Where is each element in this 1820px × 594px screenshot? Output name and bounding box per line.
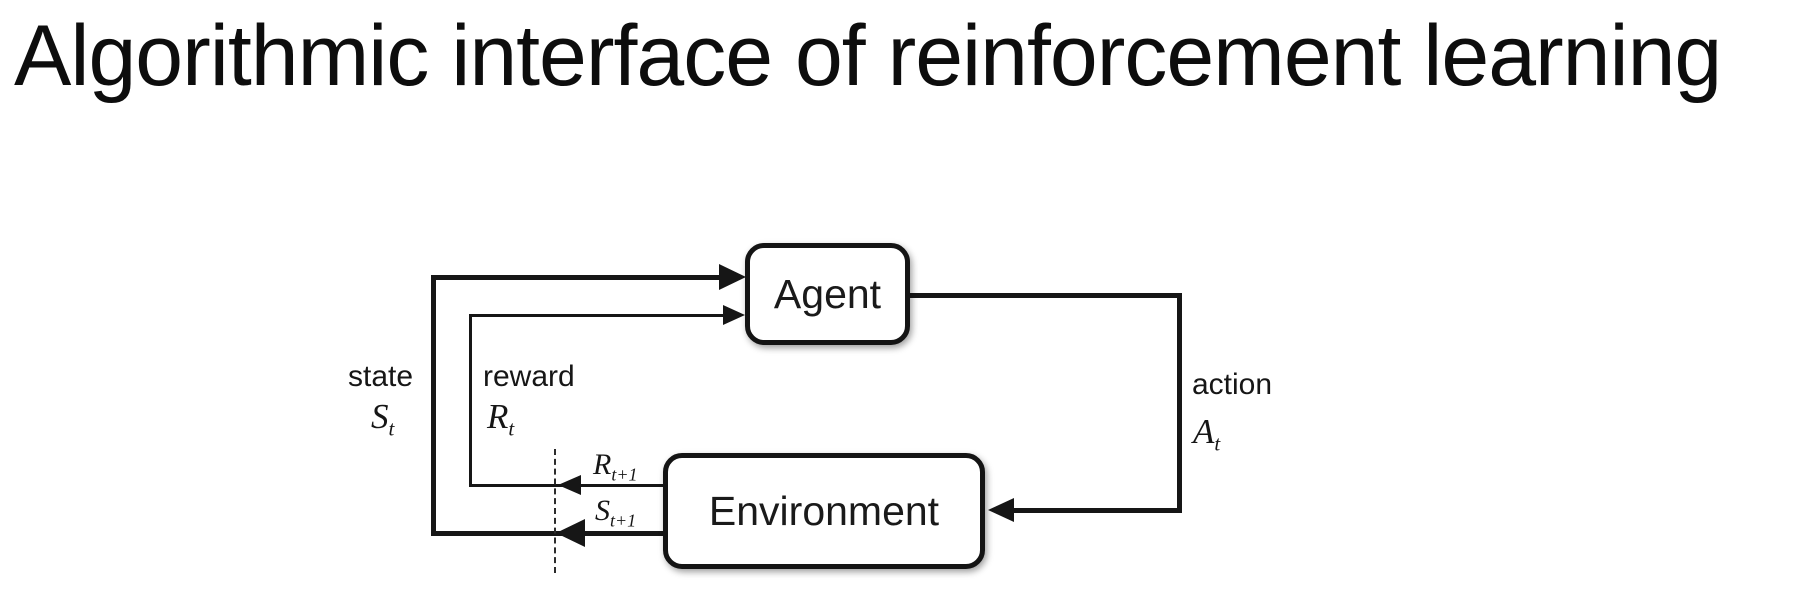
reward-edge-label: reward [483,360,575,393]
reward-line-top [469,314,725,317]
state-line-bottom [431,531,665,536]
state-arrowhead-into-agent-icon [719,264,746,290]
next-state-symbol: St+1 [595,494,637,531]
timestep-boundary-dashed-line [554,449,556,573]
action-line-vertical [1177,293,1182,512]
action-symbol: At [1193,412,1221,456]
environment-node: Environment [663,453,985,569]
action-arrowhead-into-environment-icon [988,498,1014,522]
next-state-arrowhead-icon [556,519,585,547]
state-line-top [431,275,726,280]
reward-symbol: Rt [487,397,515,441]
next-reward-arrowhead-icon [558,475,581,495]
next-reward-symbol: Rt+1 [593,448,638,485]
state-edge-label: state [348,360,414,393]
slide-title: Algorithmic interface of reinforcement l… [14,8,1722,104]
action-line-top [905,293,1182,298]
action-edge-label: action [1192,368,1273,401]
environment-node-label: Environment [708,487,940,534]
agent-node-label: Agent [773,270,882,317]
state-line-vertical [431,275,436,536]
reward-arrowhead-into-agent-icon [723,305,745,325]
action-line-bottom [1013,508,1182,513]
agent-node: Agent [745,243,910,345]
state-symbol: St [371,397,395,441]
reward-line-vertical [469,314,472,487]
